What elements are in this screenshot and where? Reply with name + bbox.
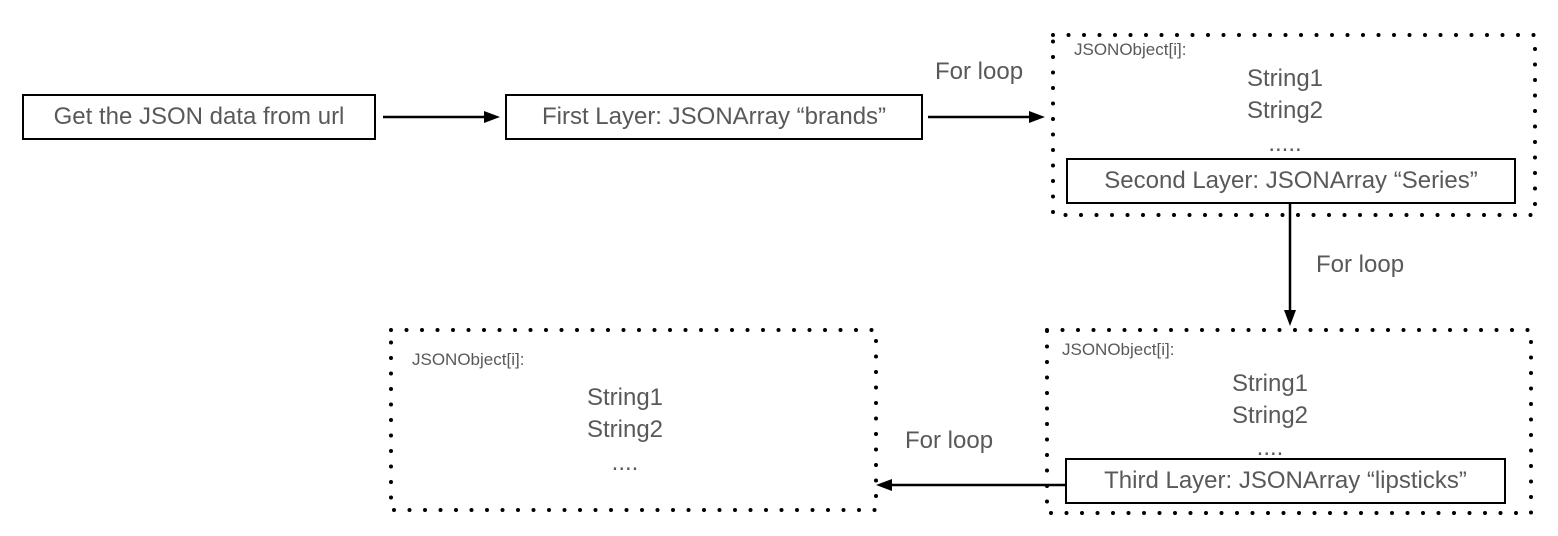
arrow-series-to-object2 bbox=[1284, 203, 1296, 326]
arrow-first-to-object1 bbox=[928, 111, 1045, 123]
dotted-border bbox=[1051, 33, 1537, 217]
arrow-lipsticks-to-object3 bbox=[876, 479, 1066, 491]
object2-string1: String1 bbox=[1231, 370, 1309, 397]
dotted-border bbox=[1045, 328, 1533, 515]
dotted-border bbox=[389, 328, 878, 512]
object1-ellipsis: ..... bbox=[1268, 130, 1302, 157]
object1-string2: String2 bbox=[1246, 97, 1324, 124]
object2-string2: String2 bbox=[1231, 402, 1309, 429]
third-layer-label: Third Layer: JSONArray “lipsticks” bbox=[1104, 467, 1467, 494]
object3-ellipsis: .... bbox=[611, 449, 639, 476]
for-loop-label-3: For loop bbox=[905, 427, 994, 454]
first-layer-node: First Layer: JSONArray “brands” bbox=[505, 94, 923, 140]
object3-title: JSONObject[i]: bbox=[412, 350, 525, 369]
for-loop-label-1: For loop bbox=[935, 58, 1024, 85]
object1-string1: String1 bbox=[1246, 65, 1324, 92]
start-node: Get the JSON data from url bbox=[22, 94, 376, 140]
json-object-box-2 bbox=[1045, 328, 1533, 515]
object2-ellipsis: .... bbox=[1256, 434, 1284, 461]
json-object-box-3 bbox=[389, 328, 878, 512]
first-layer-label: First Layer: JSONArray “brands” bbox=[541, 103, 887, 130]
json-object-box-1 bbox=[1051, 33, 1537, 217]
object1-title: JSONObject[i]: bbox=[1074, 40, 1187, 59]
object3-string1: String1 bbox=[586, 384, 664, 411]
arrow-start-to-first bbox=[383, 111, 500, 123]
object2-title: JSONObject[i]: bbox=[1062, 340, 1175, 359]
second-layer-node: Second Layer: JSONArray “Series” bbox=[1066, 158, 1516, 204]
second-layer-label: Second Layer: JSONArray “Series” bbox=[1104, 167, 1478, 194]
object3-string2: String2 bbox=[586, 416, 664, 443]
for-loop-label-2: For loop bbox=[1316, 251, 1405, 278]
start-node-label: Get the JSON data from url bbox=[53, 103, 345, 130]
third-layer-node: Third Layer: JSONArray “lipsticks” bbox=[1065, 458, 1506, 504]
